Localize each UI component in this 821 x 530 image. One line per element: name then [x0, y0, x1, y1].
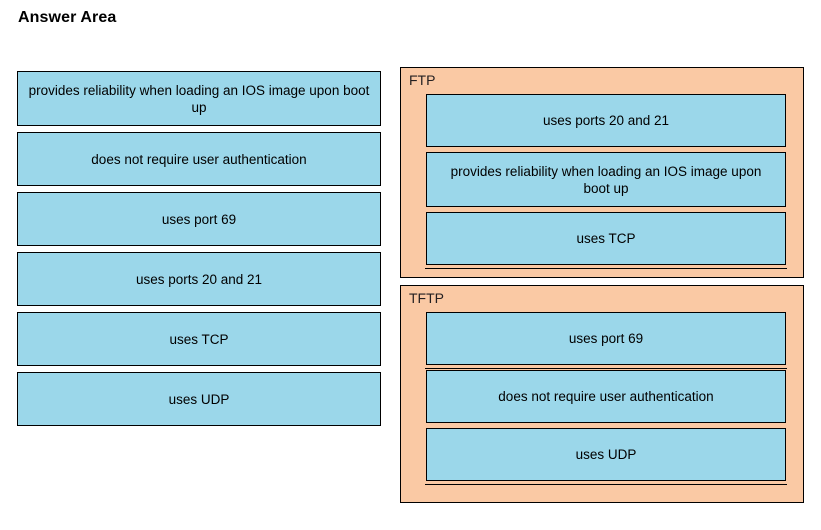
dropped-tile-label: does not require user authentication — [498, 389, 714, 404]
option-tile-label: uses UDP — [168, 391, 230, 407]
dropped-tile-uses-udp[interactable]: uses UDP — [425, 428, 787, 485]
option-tile-label: uses TCP — [169, 331, 229, 347]
page-title: Answer Area — [18, 9, 117, 26]
option-tile-label: uses port 69 — [161, 211, 237, 227]
dropped-tile-uses-port-69[interactable]: uses port 69 — [425, 312, 787, 369]
drop-zone-tftp-items: uses port 69 does not require user authe… — [425, 312, 787, 486]
drop-zone-ftp-items: uses ports 20 and 21 provides reliabilit… — [425, 94, 787, 270]
dropped-tile-uses-ports-20-and-21[interactable]: uses ports 20 and 21 — [426, 94, 786, 147]
option-tile-no-user-authentication[interactable]: does not require user authentication — [17, 132, 381, 186]
option-tile-uses-tcp[interactable]: uses TCP — [17, 312, 381, 366]
option-tile-uses-udp[interactable]: uses UDP — [17, 372, 381, 426]
option-tile-provides-reliability[interactable]: provides reliability when loading an IOS… — [17, 71, 381, 126]
drop-zone-ftp[interactable]: FTP uses ports 20 and 21 provides reliab… — [400, 67, 804, 278]
dropped-tile-label: provides reliability when loading an IOS… — [450, 163, 762, 196]
drop-zone-ftp-label: FTP — [409, 72, 436, 88]
option-tile-label: provides reliability when loading an IOS… — [28, 82, 370, 115]
option-tile-uses-ports-20-and-21[interactable]: uses ports 20 and 21 — [17, 252, 381, 306]
dropped-tile-provides-reliability[interactable]: provides reliability when loading an IOS… — [426, 152, 786, 207]
option-tile-label: does not require user authentication — [91, 151, 307, 167]
option-tile-uses-port-69[interactable]: uses port 69 — [17, 192, 381, 246]
drop-zone-tftp[interactable]: TFTP uses port 69 does not require user … — [400, 285, 804, 503]
available-options-pool: provides reliability when loading an IOS… — [17, 71, 381, 432]
dropped-tile-label: uses TCP — [576, 231, 636, 246]
dropped-tile-no-user-authentication[interactable]: does not require user authentication — [426, 370, 786, 423]
dropped-tile-label: uses UDP — [575, 447, 637, 462]
dropped-tile-label: uses ports 20 and 21 — [542, 113, 670, 128]
drop-zone-tftp-label: TFTP — [409, 290, 444, 306]
dropped-tile-uses-tcp[interactable]: uses TCP — [425, 212, 787, 269]
dropped-tile-label: uses port 69 — [568, 331, 644, 346]
option-tile-label: uses ports 20 and 21 — [135, 271, 263, 287]
